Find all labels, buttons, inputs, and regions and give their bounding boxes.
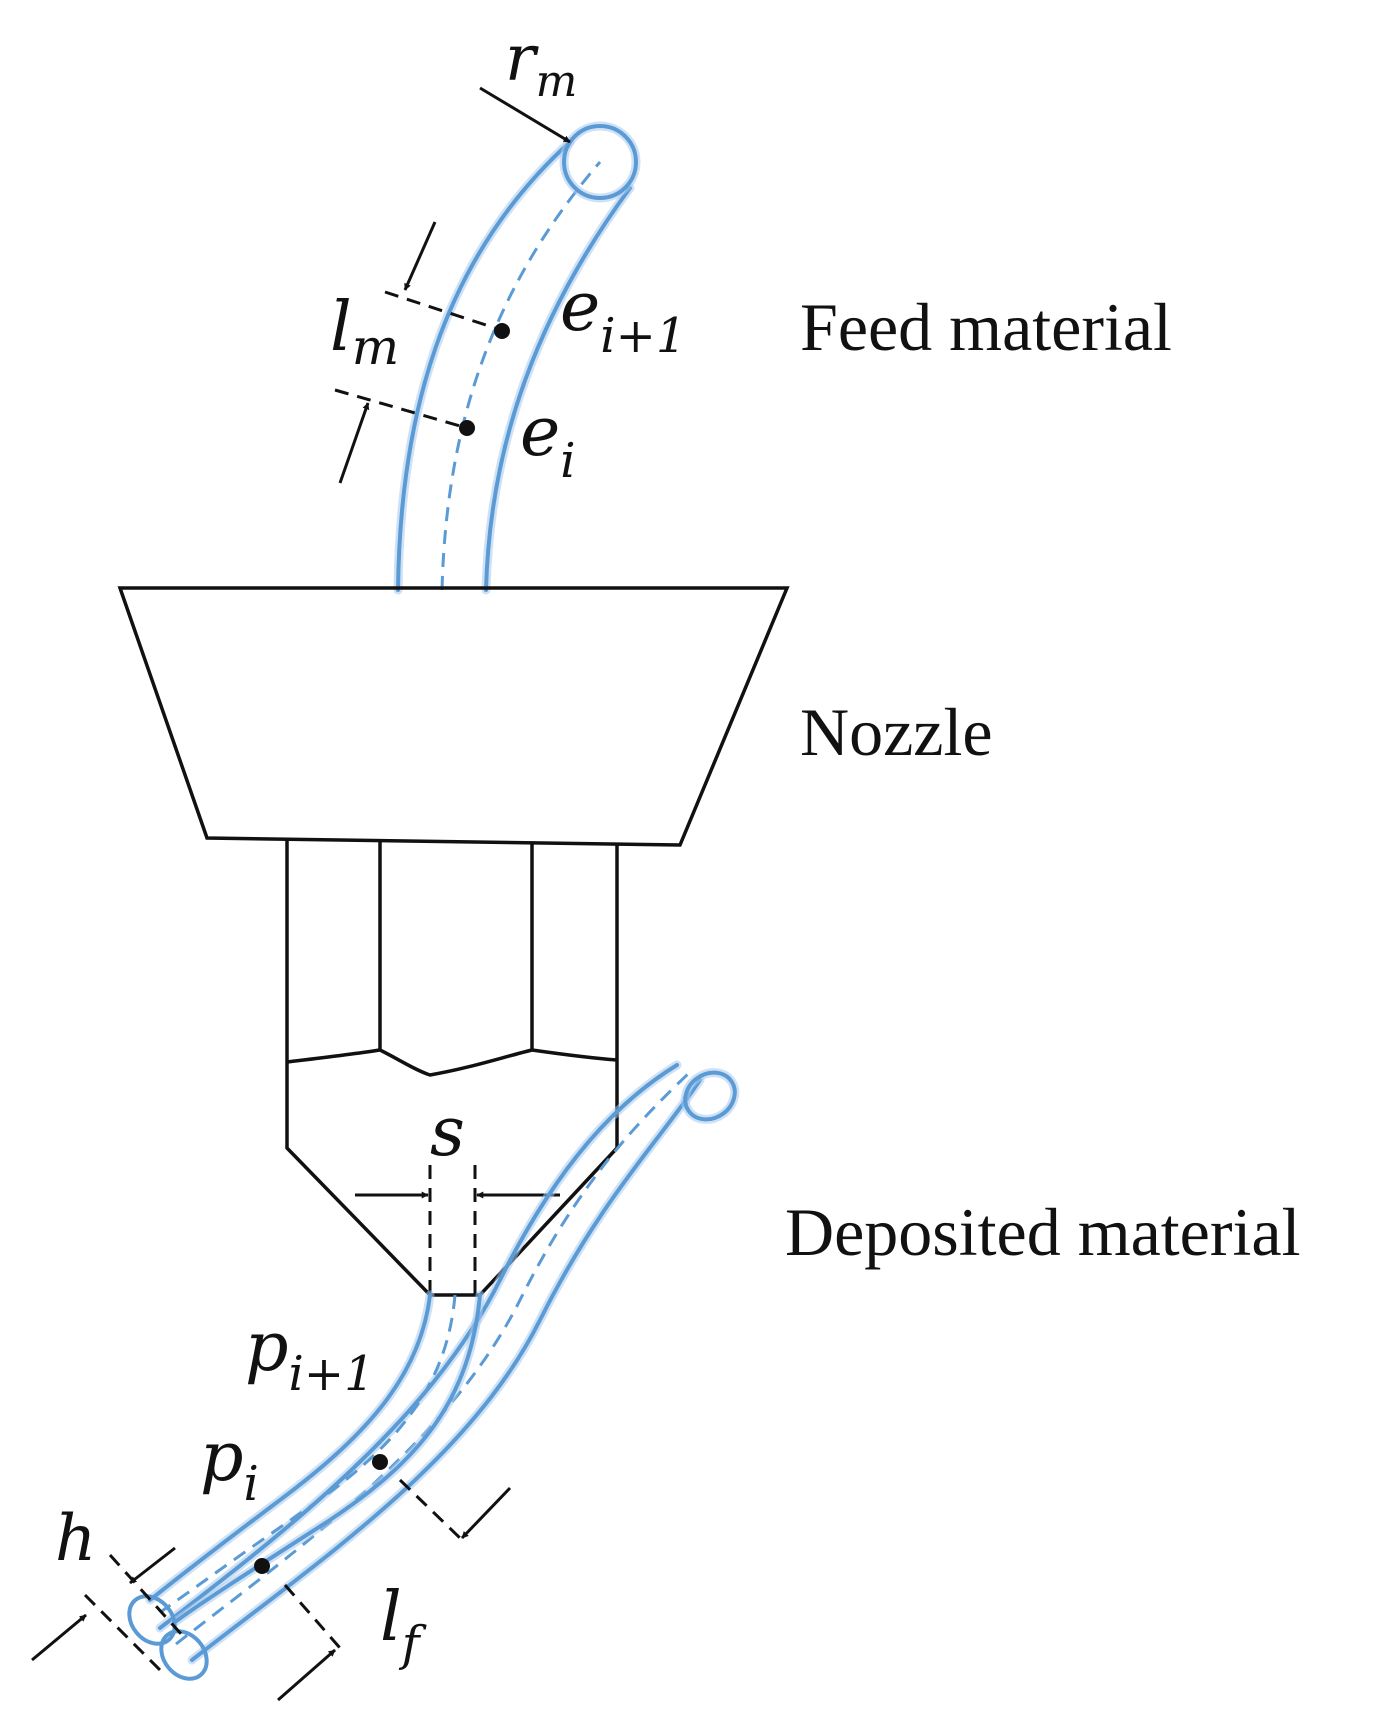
nozzle-label: Nozzle (800, 694, 993, 770)
h-symbol: h (55, 1502, 96, 1576)
l-f-symbol: lf (380, 1578, 427, 1672)
deposited-filament-second (155, 1060, 740, 1665)
l-f-dimension (277, 1478, 512, 1702)
l-m-dimension (334, 221, 496, 484)
r-m-symbol: rm (505, 22, 577, 107)
s-symbol: s (430, 1093, 465, 1172)
end-cap-lower (159, 1629, 209, 1681)
p-i-plus-1-point (372, 1454, 388, 1470)
e-i-plus-1-point (494, 323, 510, 339)
l-m-symbol: lm (330, 288, 399, 376)
deposited-material-label: Deposited material (785, 1194, 1300, 1270)
p-i-point (254, 1558, 270, 1574)
e-i-plus-1-symbol: ei+1 (560, 268, 686, 364)
nozzle-body (117, 586, 790, 1297)
deposited-filament-current (145, 1290, 485, 1627)
p-i-plus-1-symbol: pi+1 (245, 1308, 375, 1402)
feed-filament (393, 121, 641, 595)
p-i-symbol: pi (200, 1418, 259, 1512)
r-m-arrow (479, 86, 571, 144)
h-dimension (31, 1546, 184, 1672)
e-i-point (459, 420, 475, 436)
e-i-symbol: ei (520, 393, 576, 489)
feed-material-label: Feed material (800, 289, 1172, 365)
end-cap-upper (127, 1594, 177, 1646)
